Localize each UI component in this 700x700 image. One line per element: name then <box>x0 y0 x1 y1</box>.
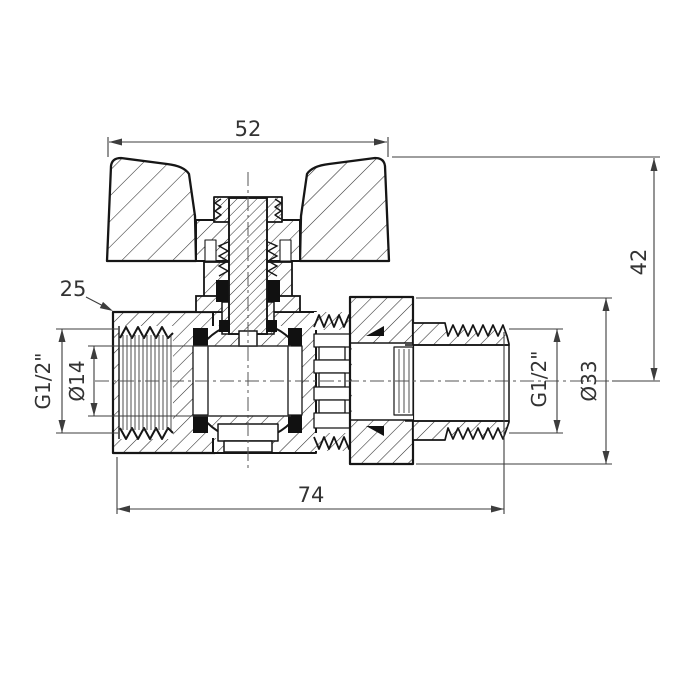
label-union-nut-diameter: Ø33 <box>577 360 601 401</box>
stem-seal-right <box>267 280 280 302</box>
compression-insert <box>313 333 351 429</box>
female-thread-lines <box>122 335 172 430</box>
stem-seal-left <box>216 280 229 302</box>
handle-wing-left <box>105 156 198 263</box>
label-bore-diameter: Ø14 <box>65 360 89 401</box>
cone-seal-top <box>366 326 384 336</box>
dimension-25-leader <box>85 296 113 311</box>
gland-thread-left <box>217 241 230 277</box>
handle-wing-right <box>298 156 391 263</box>
label-height-to-axis: 42 <box>627 249 651 276</box>
female-thread-crest-bottom <box>119 427 174 440</box>
male-thread-outlet <box>405 322 510 441</box>
label-left-thread: G1/2" <box>31 353 55 410</box>
label-right-thread: G1/2" <box>527 351 551 408</box>
label-wrench-size: 25 <box>60 277 87 301</box>
dimension-g12-right <box>509 328 563 434</box>
dimension-42 <box>392 156 660 382</box>
dimension-74 <box>116 332 505 514</box>
gland-thread-right <box>266 241 279 277</box>
dimension-g12-left <box>56 328 118 434</box>
centerlines <box>95 172 661 468</box>
cone-seal-bottom <box>366 426 384 436</box>
female-thread-crest-top <box>119 326 174 339</box>
stem <box>228 197 268 335</box>
dimension-lines <box>56 137 660 514</box>
dimension-d14 <box>88 345 291 417</box>
dimension-d33 <box>416 297 612 465</box>
label-handle-width: 52 <box>235 117 262 141</box>
dimension-52 <box>107 137 389 157</box>
label-overall-length: 74 <box>298 483 325 507</box>
